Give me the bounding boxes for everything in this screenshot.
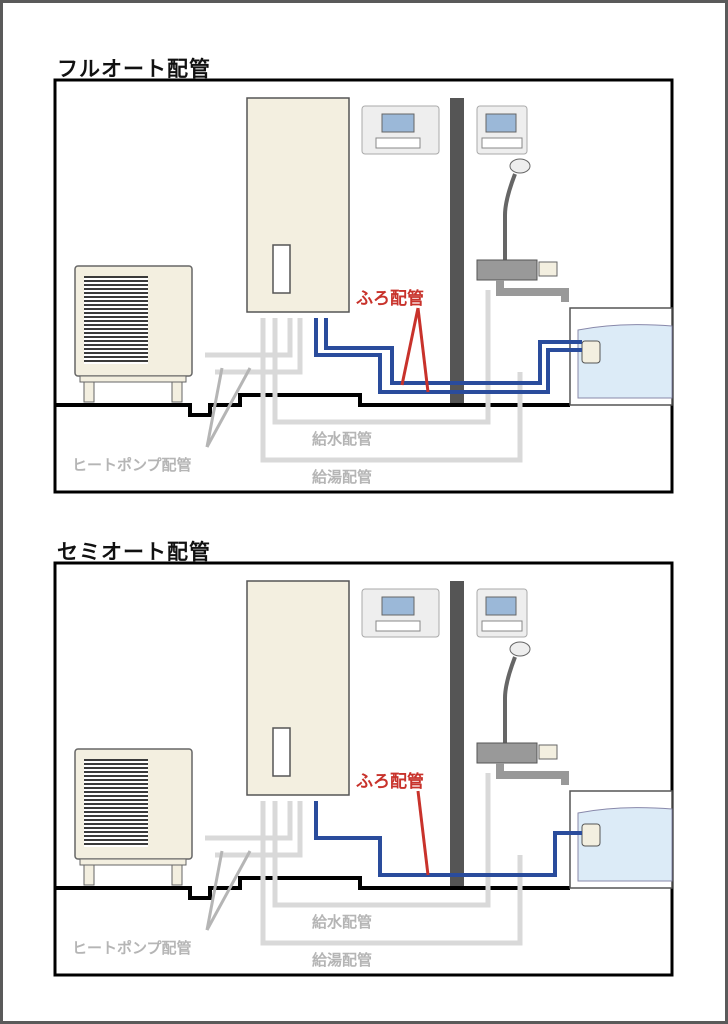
bathtub — [569, 307, 673, 406]
furo-leader-lines — [400, 307, 430, 393]
floor-line — [55, 876, 570, 900]
label-hot-water-supply: 給湯配管 — [312, 468, 372, 486]
remote-controller-kitchen — [361, 105, 440, 155]
label-water-supply: 給水配管 — [312, 913, 372, 931]
diagram-full-auto: ふろ配管 ヒートポンプ配管 給水配管 給湯配管 — [53, 78, 674, 494]
storage-tank — [246, 580, 350, 796]
remote-controller-bath — [476, 588, 528, 638]
furo-leader-line — [416, 790, 430, 876]
floor-line — [55, 393, 570, 417]
shower-faucet — [476, 641, 569, 785]
heat-pump-leader-lines — [205, 850, 252, 931]
label-heat-pump: ヒートポンプ配管 — [72, 456, 192, 474]
label-furo: ふろ配管 — [356, 288, 424, 309]
tank-window — [272, 727, 291, 777]
label-hot-water-supply: 給湯配管 — [312, 951, 372, 969]
wall — [450, 98, 464, 403]
remote-controller-bath — [476, 105, 528, 155]
storage-tank — [246, 97, 350, 313]
label-water-supply: 給水配管 — [312, 430, 372, 448]
wall — [450, 581, 464, 886]
bathtub — [569, 790, 673, 889]
heat-pump-leader-lines — [205, 367, 252, 448]
heat-pump-unit — [74, 265, 193, 403]
diagram-title-full-auto: フルオート配管 — [57, 57, 211, 81]
diagram-title-semi-auto: セミオート配管 — [57, 540, 211, 564]
label-furo: ふろ配管 — [356, 771, 424, 792]
gray-pipes — [205, 773, 523, 946]
heat-pump-unit — [74, 748, 193, 886]
shower-faucet — [476, 158, 569, 302]
remote-controller-kitchen — [361, 588, 440, 638]
blue-furo-pipes — [314, 318, 582, 394]
blue-furo-pipe — [314, 801, 582, 877]
diagram-semi-auto: ふろ配管 ヒートポンプ配管 給水配管 給湯配管 — [53, 561, 674, 977]
gray-pipes — [205, 290, 523, 463]
tank-window — [272, 244, 291, 294]
label-heat-pump: ヒートポンプ配管 — [72, 939, 192, 957]
